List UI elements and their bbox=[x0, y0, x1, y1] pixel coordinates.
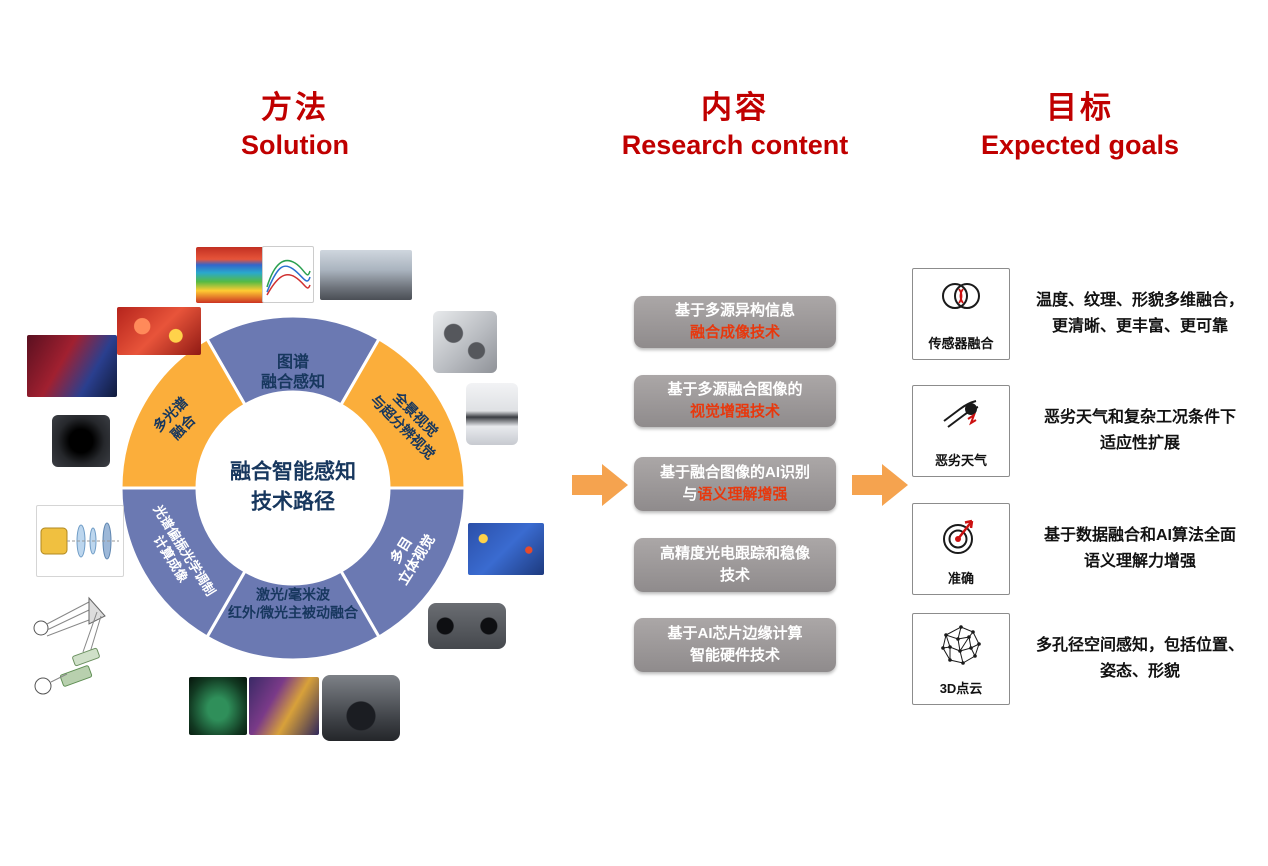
ring-center-title: 融合智能感知 技术路径 bbox=[203, 458, 383, 519]
ring-segment-upper-left bbox=[119, 337, 247, 490]
multi-camera-cube-image bbox=[433, 311, 497, 373]
goal-desc-line: 更清晰、更丰富、更可靠 bbox=[1051, 318, 1228, 336]
goal-label: 3D点云 bbox=[939, 681, 983, 696]
spectral-curves-graphic bbox=[266, 259, 311, 296]
goal-desc-line: 姿态、形貌 bbox=[1099, 663, 1180, 681]
goal-desc-line: 多孔径空间感知，包括位置、 bbox=[1035, 637, 1244, 654]
goal-desc-line: 适应性扩展 bbox=[1099, 435, 1180, 453]
goal-box-bad-weather: 恶劣天气 bbox=[912, 385, 1010, 477]
solution-header: 方法 Solution bbox=[165, 82, 425, 161]
content-box-fusion-imaging: 基于多源异构信息 融合成像技术 bbox=[634, 296, 836, 348]
ptz-camera-image bbox=[466, 383, 518, 445]
goal-desc-line: 温度、纹理、形貌多维融合， bbox=[1035, 292, 1244, 309]
ring-segments-graphic bbox=[119, 314, 467, 662]
goal-desc-accuracy: 基于数据融合和AI算法全面 语义理解力增强 bbox=[1012, 523, 1268, 576]
content-box-visual-enhancement: 基于多源融合图像的 视觉增强技术 bbox=[634, 375, 836, 427]
thermal-scene-image bbox=[27, 335, 117, 397]
content-box-ai-recognition: 基于融合图像的AI识别 与语义理解增强 bbox=[634, 457, 836, 511]
content-box-line1: 基于多源异构信息 bbox=[674, 302, 795, 320]
goal-desc-point-cloud: 多孔径空间感知，包括位置、 姿态、形貌 bbox=[1012, 633, 1268, 686]
goal-label: 传感器融合 bbox=[928, 336, 994, 351]
content-box-edge-computing: 基于AI芯片边缘计算 智能硬件技术 bbox=[634, 618, 836, 672]
ring-center-line: 融合智能感知 bbox=[230, 460, 356, 484]
ring-label-line: 激光/毫米波 bbox=[256, 586, 330, 603]
stereo-camera-image bbox=[428, 603, 506, 649]
content-to-goals-arrow-icon bbox=[852, 464, 908, 506]
ring-label-line: 图谱 bbox=[276, 354, 310, 371]
panorama-street-image bbox=[320, 250, 412, 300]
ring-label-spectral-fusion: 图谱 融合感知 bbox=[261, 353, 325, 393]
venn-sensor-icon bbox=[942, 283, 980, 309]
solution-ring-diagram: 图谱 融合感知 全景视觉 与超分辨视觉 多目 立体视觉 激光/毫米波 红外/微光… bbox=[108, 303, 478, 673]
content-box-line2-accent: 融合成像技术 bbox=[689, 324, 780, 341]
goal-box-point-cloud: 3D点云 bbox=[912, 613, 1010, 705]
content-header: 内容 Research content bbox=[600, 82, 870, 161]
content-box-line2: 与语义理解增强 bbox=[634, 484, 836, 506]
lens-module-image bbox=[52, 415, 110, 467]
goal-desc-sensor-fusion: 温度、纹理、形貌多维融合， 更清晰、更丰富、更可靠 bbox=[1012, 288, 1268, 341]
content-box-line2-accent: 语义理解增强 bbox=[697, 486, 788, 503]
strawberry-thermal-image bbox=[117, 307, 201, 355]
goal-desc-line: 恶劣天气和复杂工况条件下 bbox=[1043, 409, 1236, 426]
solution-title-zh: 方法 bbox=[261, 90, 329, 125]
content-title-zh: 内容 bbox=[701, 90, 769, 125]
target-icon bbox=[943, 519, 974, 554]
ring-center-line: 技术路径 bbox=[251, 491, 335, 514]
content-box-line2-plain: 技术 bbox=[719, 567, 750, 584]
content-title-en: Research content bbox=[621, 130, 849, 160]
goals-header: 目标 Expected goals bbox=[950, 82, 1210, 161]
ring-label-line: 融合感知 bbox=[260, 374, 326, 391]
content-box-line1: 基于融合图像的AI识别 bbox=[659, 464, 810, 482]
goals-title-zh: 目标 bbox=[1046, 90, 1114, 125]
night-color-scene-image bbox=[249, 677, 319, 735]
infrared-ship-image bbox=[189, 677, 247, 735]
optics-elements-image bbox=[36, 505, 124, 577]
solution-title-en: Solution bbox=[241, 130, 349, 160]
point-cloud-icon bbox=[941, 625, 981, 665]
optical-path-diagram-image bbox=[27, 590, 141, 704]
goal-box-accuracy: 准确 bbox=[912, 503, 1010, 595]
goals-title-en: Expected goals bbox=[980, 130, 1180, 160]
content-box-line2-plain: 与 bbox=[682, 486, 698, 503]
content-box-line2: 智能硬件技术 bbox=[634, 645, 836, 667]
content-box-line2: 视觉增强技术 bbox=[634, 401, 836, 423]
content-box-line2-plain: 智能硬件技术 bbox=[689, 647, 780, 664]
ring-label-line: 红外/微光主被动融合 bbox=[228, 604, 358, 620]
goal-label: 准确 bbox=[947, 571, 974, 586]
goal-box-sensor-fusion: 传感器融合 bbox=[912, 268, 1010, 360]
goal-label: 恶劣天气 bbox=[934, 453, 987, 468]
content-box-line1: 高精度光电跟踪和稳像 bbox=[659, 545, 810, 563]
content-box-line2: 技术 bbox=[634, 565, 836, 587]
content-box-line2-accent: 视觉增强技术 bbox=[689, 403, 780, 420]
spectral-curves-image bbox=[262, 246, 314, 303]
solution-to-content-arrow-icon bbox=[572, 464, 628, 506]
optics-elements-graphic bbox=[40, 522, 119, 560]
goal-desc-line: 语义理解力增强 bbox=[1083, 553, 1196, 571]
content-box-tracking-stabilization: 高精度光电跟踪和稳像 技术 bbox=[634, 538, 836, 592]
gimbal-camera-image bbox=[322, 675, 400, 741]
content-box-line1: 基于多源融合图像的 bbox=[667, 381, 803, 399]
optical-path-graphic bbox=[33, 596, 106, 695]
bad-weather-icon bbox=[943, 400, 979, 428]
lego-depth-image bbox=[468, 523, 544, 575]
goal-desc-line: 基于数据融合和AI算法全面 bbox=[1043, 527, 1236, 544]
goal-desc-bad-weather: 恶劣天气和复杂工况条件下 适应性扩展 bbox=[1012, 405, 1268, 458]
ring-label-laser-fusion: 激光/毫米波 红外/微光主被动融合 bbox=[228, 587, 358, 622]
content-box-line1: 基于AI芯片边缘计算 bbox=[667, 625, 803, 643]
content-box-line2: 融合成像技术 bbox=[634, 322, 836, 344]
